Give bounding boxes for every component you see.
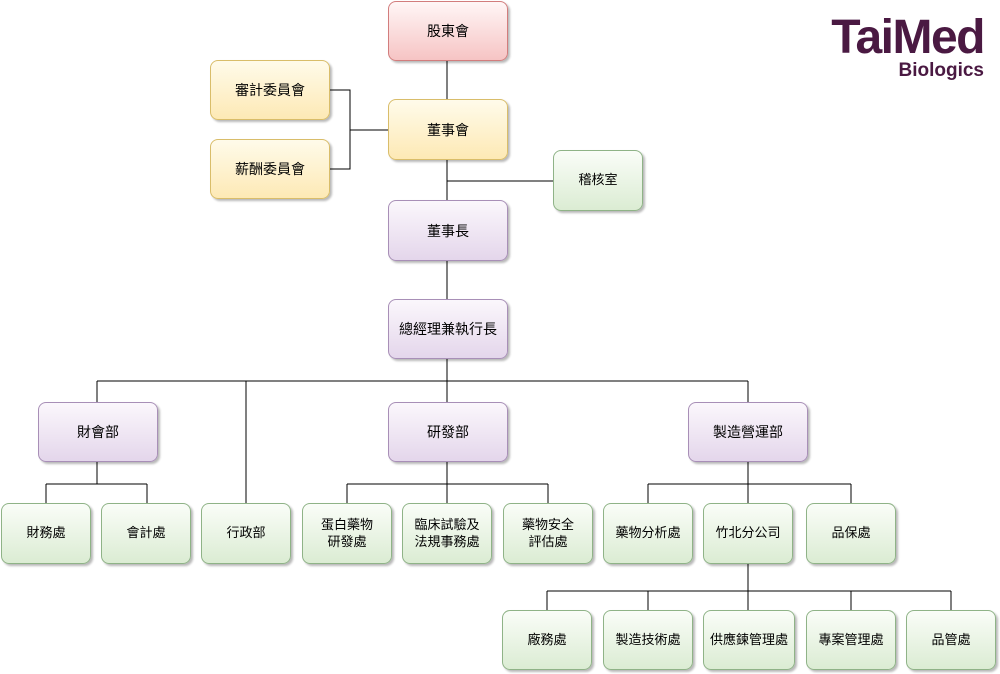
node-label-line2: 評估處 xyxy=(528,534,568,550)
node-shareholders-meeting: 股東會 xyxy=(388,1,508,61)
node-label: 行政部 xyxy=(226,526,266,541)
node-board-of-directors: 董事會 xyxy=(388,99,508,160)
node-label: 品管處 xyxy=(931,632,971,648)
node-protein-drug-rd: 蛋白藥物 研發處 xyxy=(302,503,392,564)
node-accounting-office: 會計處 xyxy=(101,503,191,564)
node-label-line2: 法規事務處 xyxy=(414,534,480,550)
node-compensation-committee: 薪酬委員會 xyxy=(210,139,330,199)
node-label: 廠務處 xyxy=(527,632,567,648)
node-rd-dept: 研發部 xyxy=(388,402,508,462)
node-label: 藥物分析處 xyxy=(615,526,681,541)
node-ceo: 總經理兼執行長 xyxy=(388,299,508,359)
node-label: 供應鍊管理處 xyxy=(709,632,788,648)
node-drug-safety: 藥物安全 評估處 xyxy=(503,503,593,564)
node-label: 製造營運部 xyxy=(713,425,783,441)
node-label: 董事長 xyxy=(427,223,469,240)
node-finance-dept: 財會部 xyxy=(38,402,158,462)
node-label: 竹北分公司 xyxy=(715,526,781,541)
logo-subtitle: Biologics xyxy=(898,60,984,81)
node-finance-office: 財務處 xyxy=(1,503,91,564)
node-label: 財會部 xyxy=(77,425,119,441)
node-label: 會計處 xyxy=(126,526,166,541)
node-label: 審計委員會 xyxy=(235,83,305,99)
node-qa-office: 品保處 xyxy=(806,503,896,564)
node-label: 稽核室 xyxy=(578,173,618,188)
node-label: 製造技術處 xyxy=(615,632,681,648)
node-label: 品保處 xyxy=(831,526,871,541)
node-chairman: 董事長 xyxy=(388,200,508,261)
node-label: 董事會 xyxy=(427,122,469,139)
node-label: 股東會 xyxy=(427,24,469,40)
node-plant-affairs: 廠務處 xyxy=(502,610,592,670)
node-internal-audit: 稽核室 xyxy=(553,150,643,211)
node-clinical-regulatory: 臨床試驗及 法規事務處 xyxy=(402,503,492,564)
node-admin-dept: 行政部 xyxy=(201,503,291,564)
node-mfg-technology: 製造技術處 xyxy=(603,610,693,670)
node-supply-chain: 供應鍊管理處 xyxy=(703,610,795,670)
node-qc-office: 品管處 xyxy=(906,610,996,670)
node-label-line1: 藥物安全 xyxy=(521,517,574,533)
logo-wordmark: TaiMed xyxy=(831,11,985,64)
taimed-logo: TaiMed Biologics xyxy=(807,11,992,84)
node-label: 專案管理處 xyxy=(818,632,884,648)
node-label-line1: 臨床試驗及 xyxy=(414,517,480,533)
node-manufacturing-dept: 製造營運部 xyxy=(688,402,808,462)
node-label: 研發部 xyxy=(427,425,469,441)
node-label-line1: 蛋白藥物 xyxy=(320,517,373,533)
node-project-mgmt: 專案管理處 xyxy=(806,610,896,670)
node-audit-committee: 審計委員會 xyxy=(210,60,330,120)
node-drug-analysis: 藥物分析處 xyxy=(603,503,693,564)
node-label-line2: 研發處 xyxy=(327,534,367,550)
node-label: 總經理兼執行長 xyxy=(399,322,497,338)
node-label: 財務處 xyxy=(26,526,66,541)
node-zhubei-branch: 竹北分公司 xyxy=(703,503,793,564)
node-label: 薪酬委員會 xyxy=(235,162,305,178)
